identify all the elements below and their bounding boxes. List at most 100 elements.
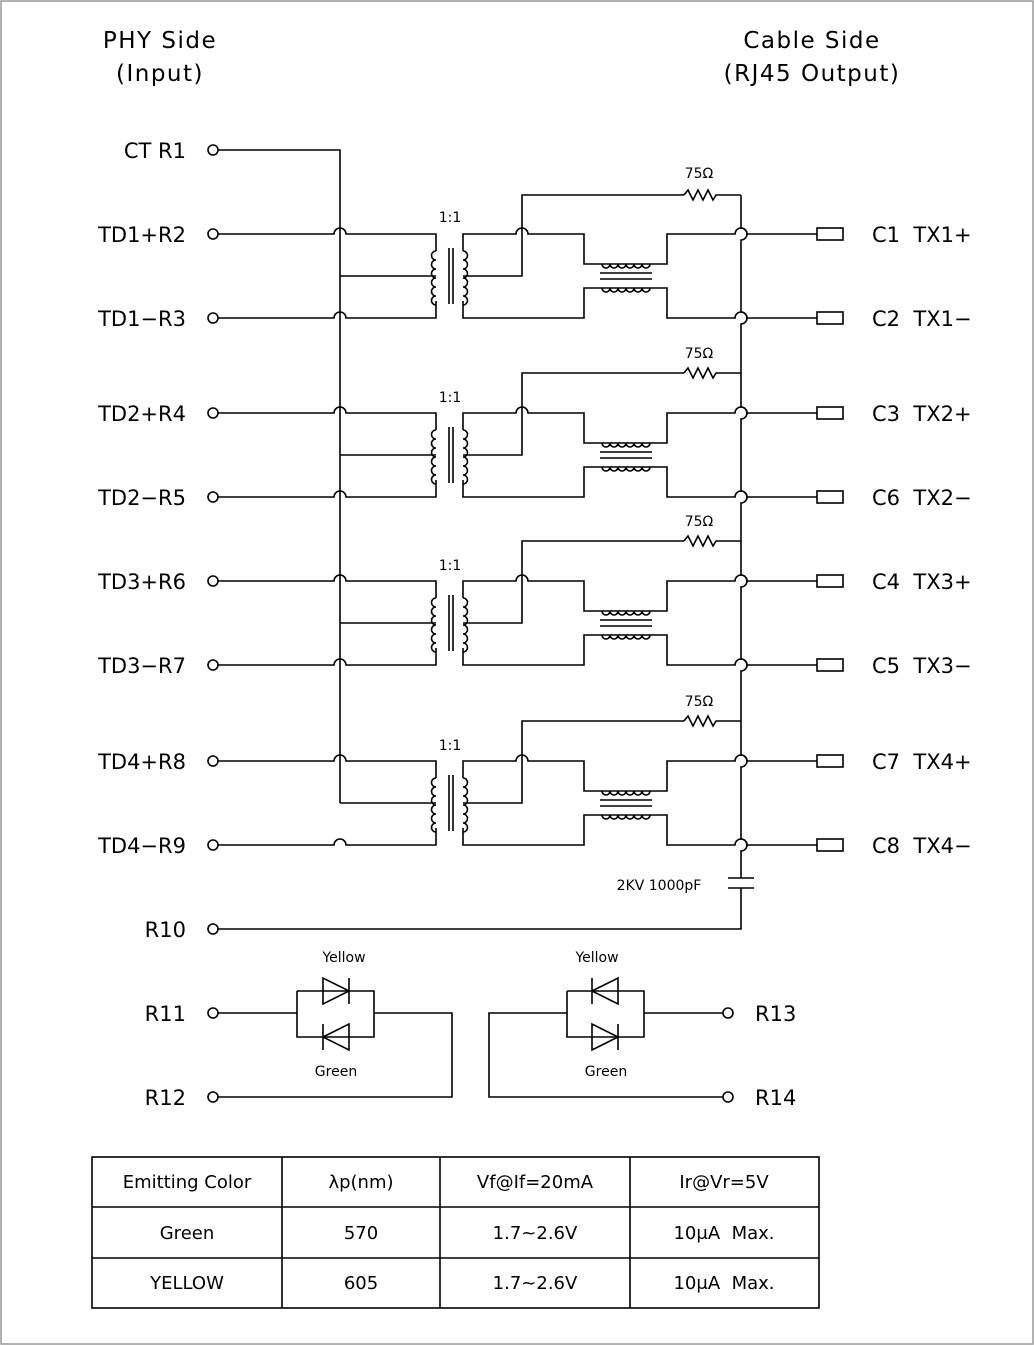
pin-circle: [207, 312, 219, 324]
led1-green-diode: [321, 1022, 350, 1052]
transformer-core: [448, 595, 454, 651]
pin-circle-r14: [722, 1091, 734, 1103]
pin-td1n-r3: TD1−R3: [97, 307, 186, 331]
primary-wire: [218, 648, 437, 666]
table-cell: 605: [344, 1273, 378, 1294]
secondary-wire-neg: [462, 287, 817, 319]
led1-yellow-diode: [322, 976, 351, 1006]
pin-td1p-r2: TD1+R2: [97, 223, 186, 247]
choke-coil: [601, 634, 651, 640]
resistor-75-ohm: [683, 366, 741, 380]
rj45-contact: [816, 838, 844, 852]
resistor-75-ohm: [683, 714, 741, 728]
rj45-contact: [816, 227, 844, 241]
cable-side-title: Cable Side: [743, 28, 880, 54]
choke-core: [600, 451, 652, 459]
pin-c5-tx3n: C5 TX3−: [872, 654, 972, 678]
led2-wiring: [488, 990, 723, 1098]
cable-side-subtitle: (RJ45 Output): [724, 61, 901, 87]
pin-c8-tx4n: C8 TX4−: [872, 834, 972, 858]
ct-bus: [218, 149, 341, 803]
led-spec-table: Emitting Color λp(nm) Vf@If=20mA Ir@Vr=5…: [91, 1156, 820, 1309]
table-cell: Green: [160, 1223, 215, 1244]
pin-circle-r12: [207, 1091, 219, 1103]
center-tap-secondary: [463, 540, 684, 624]
led1-wiring: [218, 990, 453, 1098]
pin-td4p-r8: TD4+R8: [97, 750, 186, 774]
primary-wire: [218, 754, 437, 778]
schematic-wiring: [207, 144, 844, 1103]
primary-wire: [218, 574, 437, 598]
pin-r12: R12: [145, 1086, 186, 1110]
secondary-wire-neg: [462, 814, 817, 846]
secondary-wire-pos: [462, 754, 817, 792]
pin-c1-tx1p: C1 TX1+: [872, 223, 972, 247]
table-header: Ir@Vr=5V: [679, 1172, 769, 1193]
resistor-75-ohm: [683, 534, 741, 548]
led2-green-diode: [591, 1022, 620, 1052]
resistor-label-1: 75Ω: [685, 166, 714, 182]
choke-coil: [601, 466, 651, 472]
phy-side-subtitle: (Input): [116, 61, 204, 87]
transformer-core: [448, 248, 454, 304]
ratio-label-4: 1:1: [439, 738, 462, 754]
secondary-wire-pos: [462, 574, 817, 612]
table-cell: 570: [344, 1223, 378, 1244]
choke-coil: [601, 442, 651, 448]
choke-coil: [601, 790, 651, 796]
transformer-primary-coil: [430, 250, 437, 306]
choke-core: [600, 272, 652, 280]
choke-coil: [601, 814, 651, 820]
led2-yellow-diode: [590, 976, 619, 1006]
primary-wire: [218, 227, 437, 251]
pin-r14: R14: [755, 1086, 796, 1110]
pin-circle: [207, 839, 219, 851]
pin-c3-tx2p: C3 TX2+: [872, 402, 972, 426]
table-header: λp(nm): [328, 1172, 393, 1193]
table-cell: 10μA Max.: [673, 1223, 774, 1244]
pin-r10: R10: [145, 918, 186, 942]
secondary-wire-pos: [462, 406, 817, 444]
pin-td2p-r4: TD2+R4: [97, 402, 186, 426]
led2-yellow-label: Yellow: [574, 950, 618, 966]
primary-wire: [218, 828, 437, 846]
ratio-label-2: 1:1: [439, 390, 462, 406]
rj45-contact: [816, 490, 844, 504]
pin-r11: R11: [145, 1002, 186, 1026]
center-tap-secondary: [463, 194, 684, 277]
choke-coil: [601, 610, 651, 616]
led1-yellow-label: Yellow: [321, 950, 365, 966]
pin-td3p-r6: TD3+R6: [97, 570, 186, 594]
transformer-secondary-coil: [462, 777, 469, 833]
secondary-wire-pos: [462, 227, 817, 265]
pin-circle: [207, 228, 219, 240]
rj45-contact: [816, 754, 844, 768]
pin-td3n-r7: TD3−R7: [97, 654, 186, 678]
center-tap-secondary: [463, 372, 684, 456]
pin-td4n-r9: TD4−R9: [97, 834, 186, 858]
table-cell: 1.7~2.6V: [493, 1273, 578, 1294]
pin-circle: [207, 575, 219, 587]
resistor-label-4: 75Ω: [685, 694, 714, 710]
transformer-core: [448, 775, 454, 831]
center-tap-secondary: [463, 720, 684, 804]
pin-r13: R13: [755, 1002, 796, 1026]
pin-circle-r10: [207, 923, 219, 935]
table-cell: 1.7~2.6V: [493, 1223, 578, 1244]
transformer-primary-coil: [430, 597, 437, 653]
pin-ct-r1: CT R1: [124, 139, 186, 163]
pin-c6-tx2n: C6 TX2−: [872, 486, 972, 510]
primary-wire: [218, 301, 437, 319]
phy-side-title: PHY Side: [103, 28, 217, 54]
resistor-75-ohm: [683, 188, 741, 202]
pin-td2n-r5: TD2−R5: [97, 486, 186, 510]
led2-green-label: Green: [585, 1064, 627, 1080]
table-cell: YELLOW: [149, 1273, 224, 1294]
led1-green-label: Green: [315, 1064, 357, 1080]
ratio-label-3: 1:1: [439, 558, 462, 574]
pin-circle-r1: [207, 144, 219, 156]
pin-c7-tx4p: C7 TX4+: [872, 750, 972, 774]
capacitor-label: 2KV 1000pF: [617, 878, 702, 894]
pin-circle: [207, 491, 219, 503]
